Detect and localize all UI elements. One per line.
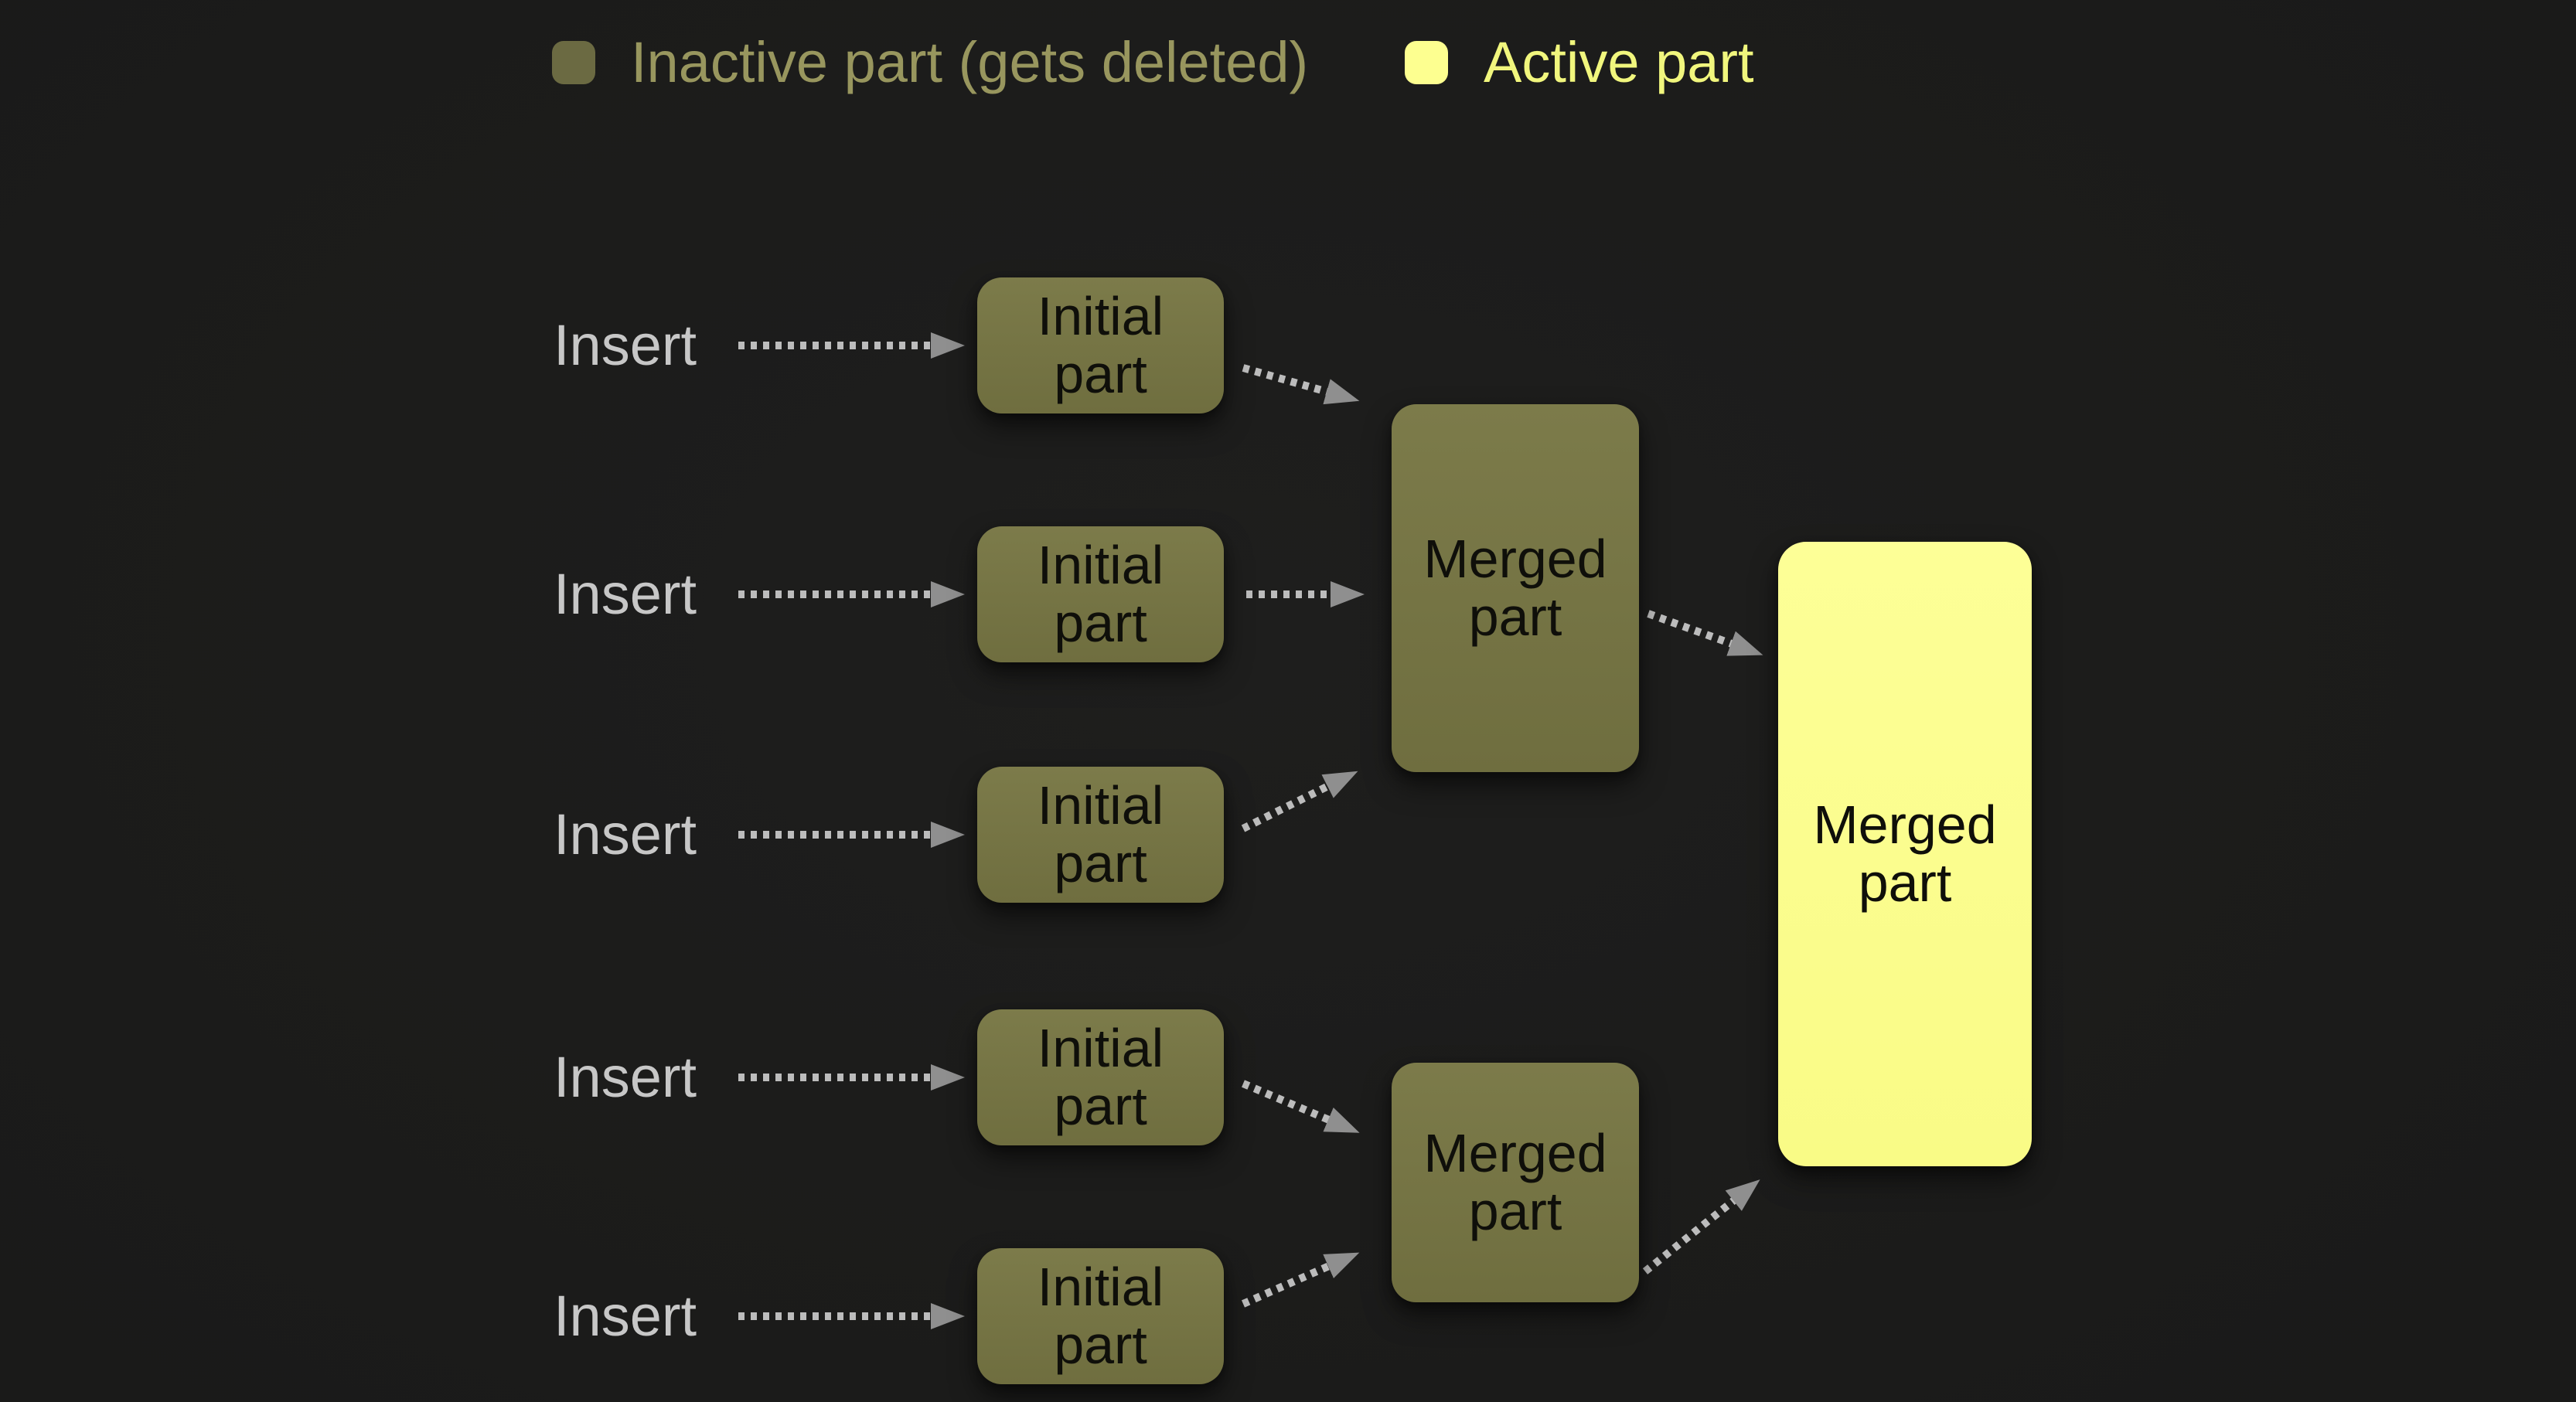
initial-part-label-3: Initial part bbox=[1037, 775, 1164, 893]
arrow-initial1-merged1 bbox=[1242, 364, 1360, 405]
legend-label-inactive: Inactive part (gets deleted) bbox=[631, 30, 1309, 94]
initial-part-label-2: Initial part bbox=[1037, 535, 1164, 653]
active-swatch-icon bbox=[1405, 41, 1448, 84]
initial-part-node-2: Initial part bbox=[977, 526, 1224, 662]
merged-part-node-2: Merged part bbox=[1392, 1063, 1639, 1302]
initial-part-node-4: Initial part bbox=[977, 1009, 1224, 1145]
arrow-merged1-final bbox=[1647, 610, 1763, 656]
final-merged-part-label: Merged part bbox=[1813, 795, 1997, 913]
final-merged-part-node: Merged part bbox=[1778, 542, 2032, 1166]
initial-part-label-5: Initial part bbox=[1037, 1257, 1164, 1375]
merged-part-node-1: Merged part bbox=[1392, 404, 1639, 772]
insert-label-2: Insert bbox=[554, 562, 697, 626]
inactive-swatch-icon bbox=[552, 41, 595, 84]
initial-part-node-5: Initial part bbox=[977, 1248, 1224, 1384]
merged-part-label-2: Merged part bbox=[1423, 1123, 1607, 1241]
legend-item-inactive: Inactive part (gets deleted) bbox=[552, 30, 1309, 94]
arrow-initial4-merged2 bbox=[1242, 1080, 1360, 1133]
insert-label-5: Insert bbox=[554, 1284, 697, 1348]
legend-item-active: Active part bbox=[1405, 30, 1754, 94]
insert-label-1: Insert bbox=[554, 313, 697, 377]
initial-part-label-4: Initial part bbox=[1037, 1018, 1164, 1136]
initial-part-label-1: Initial part bbox=[1037, 286, 1164, 404]
insert-label-4: Insert bbox=[554, 1045, 697, 1109]
arrow-initial5-merged2 bbox=[1241, 1252, 1360, 1308]
initial-part-node-3: Initial part bbox=[977, 767, 1224, 903]
merged-part-label-1: Merged part bbox=[1423, 529, 1607, 647]
insert-label-3: Insert bbox=[554, 802, 697, 866]
arrow-merged2-final bbox=[1642, 1179, 1760, 1274]
arrow-initial3-merged1 bbox=[1241, 771, 1358, 832]
initial-part-node-1: Initial part bbox=[977, 277, 1224, 413]
legend-label-active: Active part bbox=[1484, 30, 1754, 94]
